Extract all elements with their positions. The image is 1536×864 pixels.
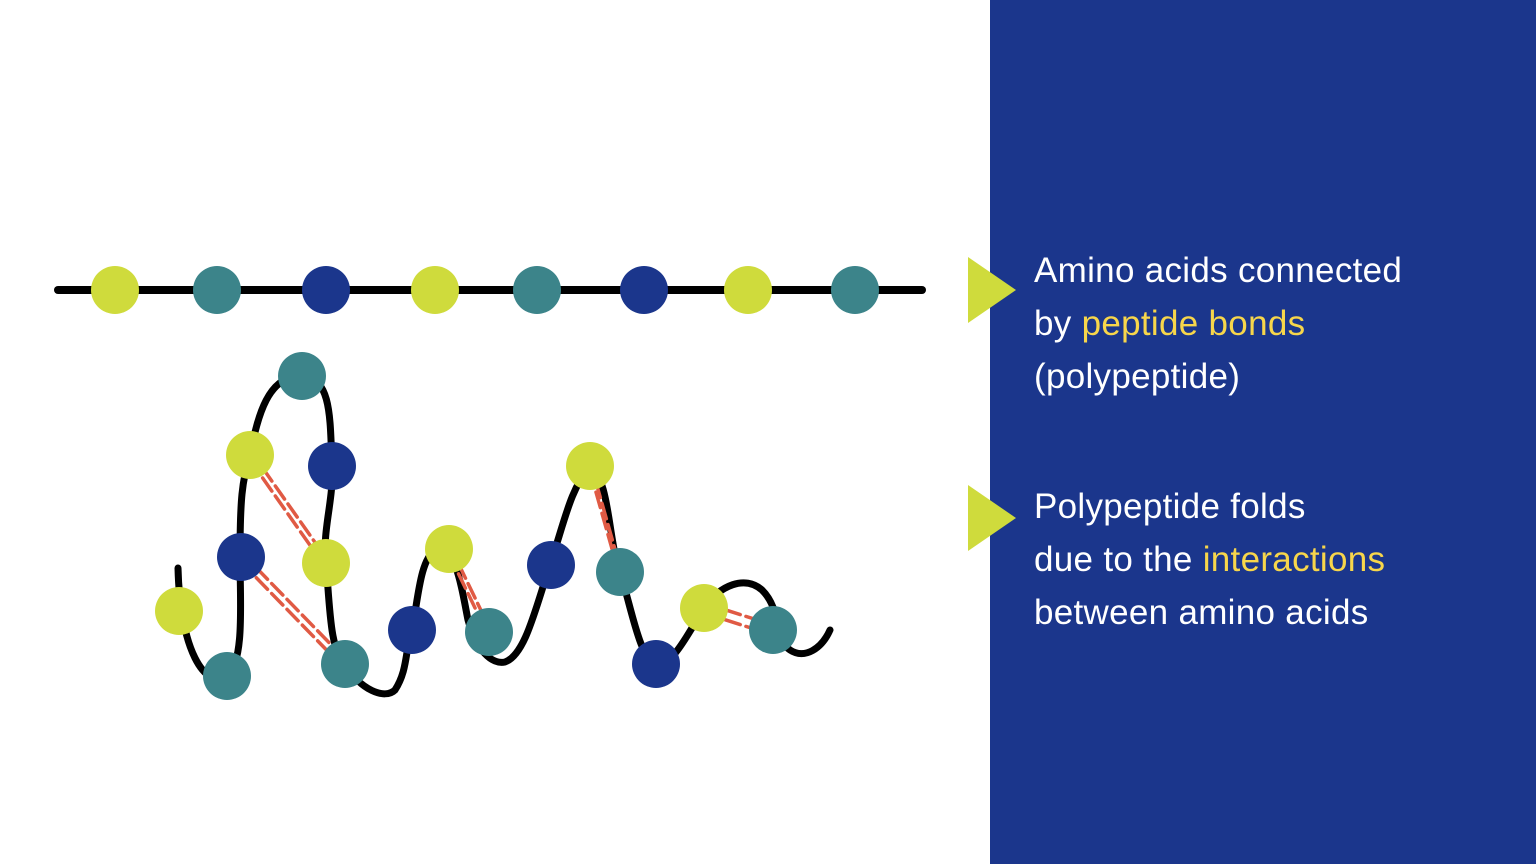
amino-acid-bead xyxy=(321,640,369,688)
info-panel xyxy=(990,0,1536,864)
amino-acid-bead xyxy=(411,266,459,314)
amino-acid-bead xyxy=(724,266,772,314)
amino-acid-bead xyxy=(388,606,436,654)
amino-acid-bead xyxy=(596,548,644,596)
bullet-polypeptide: Amino acids connected by peptide bonds (… xyxy=(1034,244,1514,403)
amino-acid-bead xyxy=(302,539,350,587)
amino-acid-bead xyxy=(302,266,350,314)
bullet-line: Polypeptide folds xyxy=(1034,487,1306,526)
bullet-line: Amino acids connected xyxy=(1034,251,1403,290)
amino-acid-bead xyxy=(831,266,879,314)
triangle-arrow-icon xyxy=(968,257,1016,323)
amino-acid-bead xyxy=(680,584,728,632)
bullet-folding: Polypeptide folds due to the interaction… xyxy=(1034,480,1514,639)
amino-acid-bead xyxy=(566,442,614,490)
folded-chain-beads xyxy=(155,352,797,700)
triangle-arrow-icon xyxy=(968,485,1016,551)
amino-acid-bead xyxy=(513,266,561,314)
bullet-line: due to the interactions xyxy=(1034,533,1514,586)
bullet-line: by peptide bonds xyxy=(1034,297,1514,350)
amino-acid-bead xyxy=(203,652,251,700)
amino-acid-bead xyxy=(155,587,203,635)
amino-acid-diagram xyxy=(54,266,926,700)
amino-acid-bead xyxy=(632,640,680,688)
amino-acid-bead xyxy=(425,525,473,573)
amino-acid-bead xyxy=(193,266,241,314)
amino-acid-bead xyxy=(308,442,356,490)
amino-acid-bead xyxy=(620,266,668,314)
amino-acid-bead xyxy=(217,533,265,581)
amino-acid-bead xyxy=(226,431,274,479)
bullet-line: (polypeptide) xyxy=(1034,357,1241,396)
linear-chain-beads xyxy=(91,266,879,314)
amino-acid-bead xyxy=(465,608,513,656)
amino-acid-bead xyxy=(278,352,326,400)
amino-acid-bead xyxy=(749,606,797,654)
amino-acid-bead xyxy=(91,266,139,314)
bullet-line: between amino acids xyxy=(1034,593,1369,632)
bullet-text: by xyxy=(1034,304,1082,343)
highlight-interactions: interactions xyxy=(1202,540,1386,579)
amino-acid-bead xyxy=(527,541,575,589)
bullet-text: due to the xyxy=(1034,540,1203,579)
highlight-peptide-bonds: peptide bonds xyxy=(1081,304,1306,343)
